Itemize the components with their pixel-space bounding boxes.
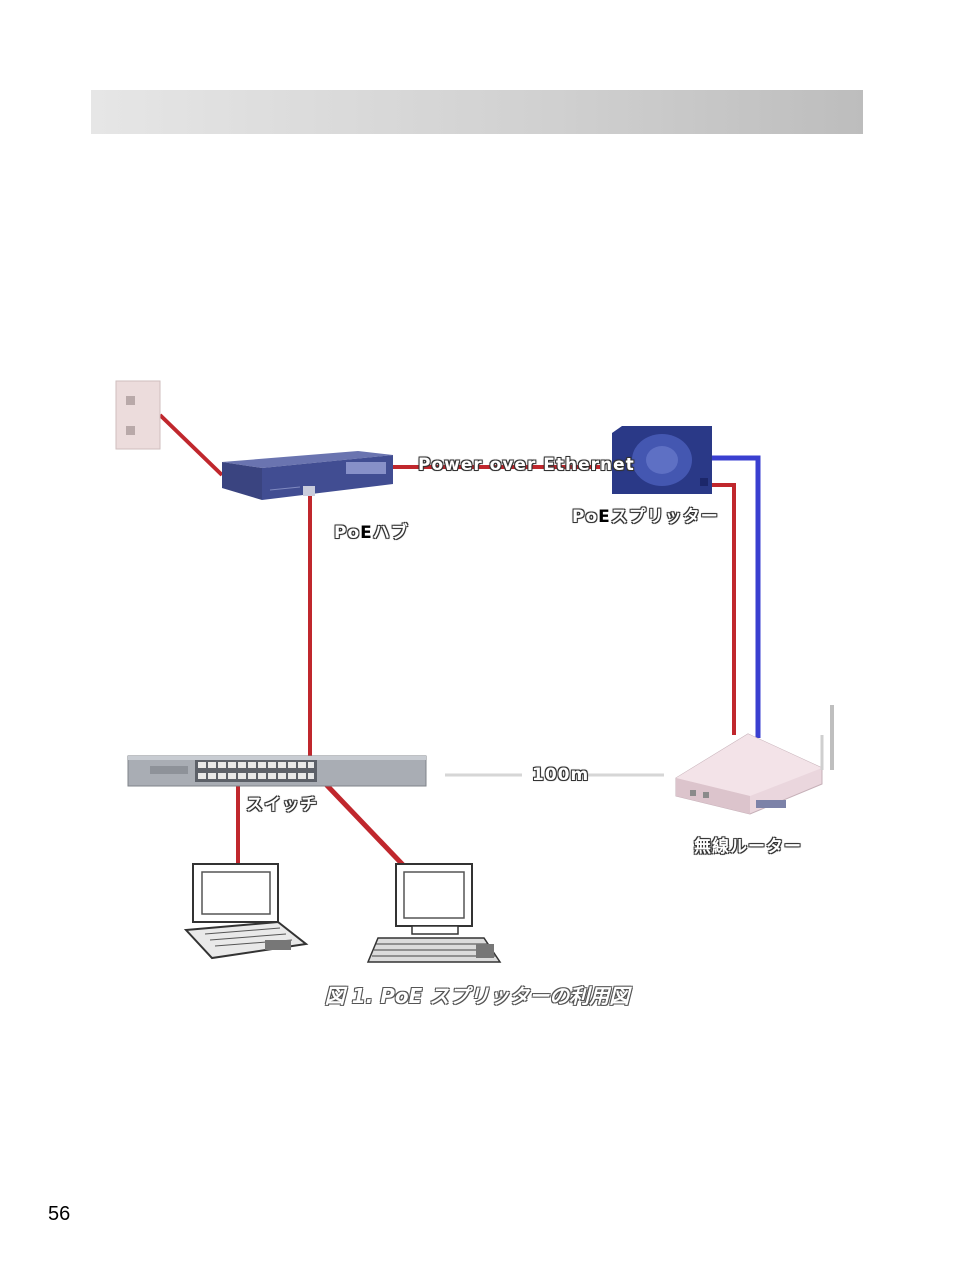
wall-outlet-icon: [115, 380, 161, 450]
cable-splitter-to-router-data: [712, 455, 761, 738]
poe-hub-icon: [222, 451, 393, 500]
poe-splitter-icon: [612, 426, 712, 494]
splitter-label-prefix: Po: [572, 507, 599, 527]
poe-link-label: Power over Ethernet: [418, 455, 635, 475]
splitter-label-suffix: スプリッター: [610, 507, 719, 527]
switch-icon: [127, 755, 427, 787]
desktop-pc-icon: [366, 863, 502, 963]
distance-label: 100m: [532, 765, 590, 785]
splitter-label-em: E: [598, 507, 611, 527]
wireless-router-icon: [675, 705, 834, 815]
poe-hub-label-suffix: ハブ: [372, 523, 409, 543]
poe-link-text: Power over Ethernet: [418, 455, 635, 475]
section-header-bar: [91, 90, 863, 134]
poe-hub-label-em: E: [360, 523, 373, 543]
splitter-label: PoEスプリッター: [572, 502, 719, 527]
router-label: 無線ルーター: [694, 837, 802, 857]
cable-wall-to-hub: [158, 413, 224, 477]
figure-caption: 図 1. PoE スプリッターの利用図: [324, 984, 630, 1008]
cable-switch-to-desktop: [316, 774, 406, 868]
poe-hub-label: PoEハブ: [334, 518, 409, 543]
laptop-icon: [183, 863, 309, 960]
switch-label: スイッチ: [246, 795, 318, 815]
cable-splitter-to-router-power: [712, 483, 736, 735]
poe-hub-label-prefix: Po: [334, 523, 361, 543]
page-number: 56: [48, 1203, 71, 1225]
